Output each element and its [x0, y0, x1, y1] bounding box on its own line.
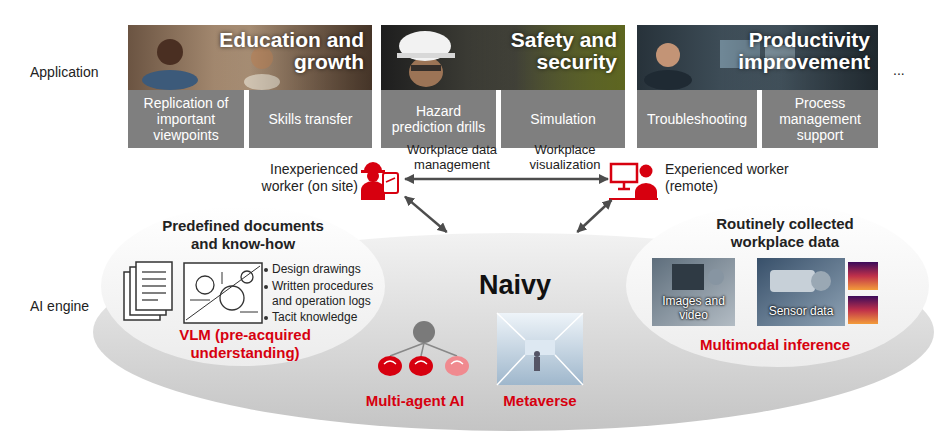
photo-education: [128, 25, 372, 90]
feature-label: Multi-agent AI: [345, 392, 485, 410]
ellipse-heading: Routinely collected workplace data: [695, 215, 875, 251]
application-text: Hazard prediction drills: [381, 90, 496, 148]
panel-title: Productivity improvement: [720, 29, 870, 73]
photo-figure: [157, 39, 183, 65]
desk: [609, 198, 658, 200]
panel-title: Education and growth: [214, 29, 364, 73]
photo-figure: [142, 70, 198, 90]
ellipse-shape: [626, 204, 929, 367]
bullet-dot: [264, 316, 268, 320]
row-label: AI engine: [30, 298, 120, 315]
photo-figure: [409, 57, 443, 87]
photo-figure: [644, 70, 692, 90]
ellipse-heading: Predefined documents and know-how: [153, 217, 333, 253]
worker-body: [635, 183, 657, 199]
application-box: Replication of important viewpoints: [128, 90, 244, 148]
application-text: Skills transfer: [249, 90, 372, 148]
photo-shade: [128, 25, 372, 90]
photo-shade: [637, 25, 878, 90]
application-panel: Productivity improvementTroubleshootingP…: [637, 25, 878, 148]
worker-helmet: [361, 170, 385, 173]
monitor-stand: [618, 188, 630, 191]
bullet-item: Design drawings: [272, 262, 390, 277]
worker-tablet: [383, 173, 398, 193]
monitor: [611, 164, 637, 182]
application-box: Skills transfer: [249, 90, 372, 148]
arrow-label: Workplace visualization: [520, 142, 610, 172]
worker-head: [367, 170, 379, 182]
worker-node: Experienced worker (remote): [608, 158, 818, 200]
application-panel: Education and growthReplication of impor…: [128, 25, 372, 148]
engine-name: Naivy: [455, 270, 575, 300]
bullet-dot: [264, 285, 268, 289]
photo-figure: [244, 74, 280, 90]
photo-figure: [411, 65, 441, 71]
application-text: Replication of important viewpoints: [128, 90, 244, 148]
photo-helmet: [397, 53, 455, 58]
photo-tile: Images and video: [652, 258, 735, 326]
photo-caption: Images and video: [652, 294, 735, 322]
photo-productivity: [637, 25, 878, 90]
photo-helmet: [399, 31, 451, 61]
panel-title: Safety and security: [467, 29, 617, 73]
bullet-item: Tacit knowledge: [272, 310, 390, 325]
worker-head: [640, 165, 653, 178]
worker-label: Experienced worker (remote): [665, 161, 805, 195]
ai-engine-platform: NaivyMulti-agent AIMetaversePredefined d…: [92, 232, 935, 432]
data-ellipse: Routinely collected workplace dataMultim…: [625, 203, 930, 368]
application-panel: Safety and securityHazard prediction dri…: [381, 25, 625, 148]
photo-tile: Sensor data: [757, 258, 880, 326]
connector-arrow: [405, 197, 447, 232]
feature-label: Multimodal inference: [685, 336, 865, 354]
worker-node: Inexperienced worker (on site): [240, 158, 405, 200]
monitor-stand: [623, 182, 626, 189]
feature-label: VLM (pre-acquired understanding): [140, 326, 350, 362]
photo-caption: Sensor data: [757, 304, 845, 318]
application-box: Simulation: [501, 90, 625, 148]
application-text: Simulation: [501, 90, 625, 148]
photo-shade: [381, 25, 625, 90]
worker-helmet: [364, 162, 382, 171]
photo-figure: [656, 43, 680, 67]
knowledge-ellipse: Predefined documents and know-howDesign …: [100, 205, 386, 367]
worker-pen: [386, 178, 395, 182]
connector-arrow: [577, 200, 611, 232]
feature-label: Metaverse: [480, 392, 600, 410]
more-marker: ...: [893, 62, 933, 79]
bullet-item: Written procedures and operation logs: [272, 279, 390, 309]
worker-label: Inexperienced worker (on site): [240, 161, 358, 195]
application-box: Hazard prediction drills: [381, 90, 496, 148]
application-box: Troubleshooting: [637, 90, 757, 148]
arrow-label: Workplace data management: [402, 142, 502, 172]
connector-arrow: [405, 178, 608, 181]
bullet-dot: [264, 268, 268, 272]
application-box: Process management support: [762, 90, 878, 148]
application-text: Process management support: [762, 90, 878, 148]
worker-body: [361, 181, 385, 200]
application-text: Troubleshooting: [637, 90, 757, 148]
photo-safety: [381, 25, 625, 90]
row-label: Application: [30, 64, 120, 81]
